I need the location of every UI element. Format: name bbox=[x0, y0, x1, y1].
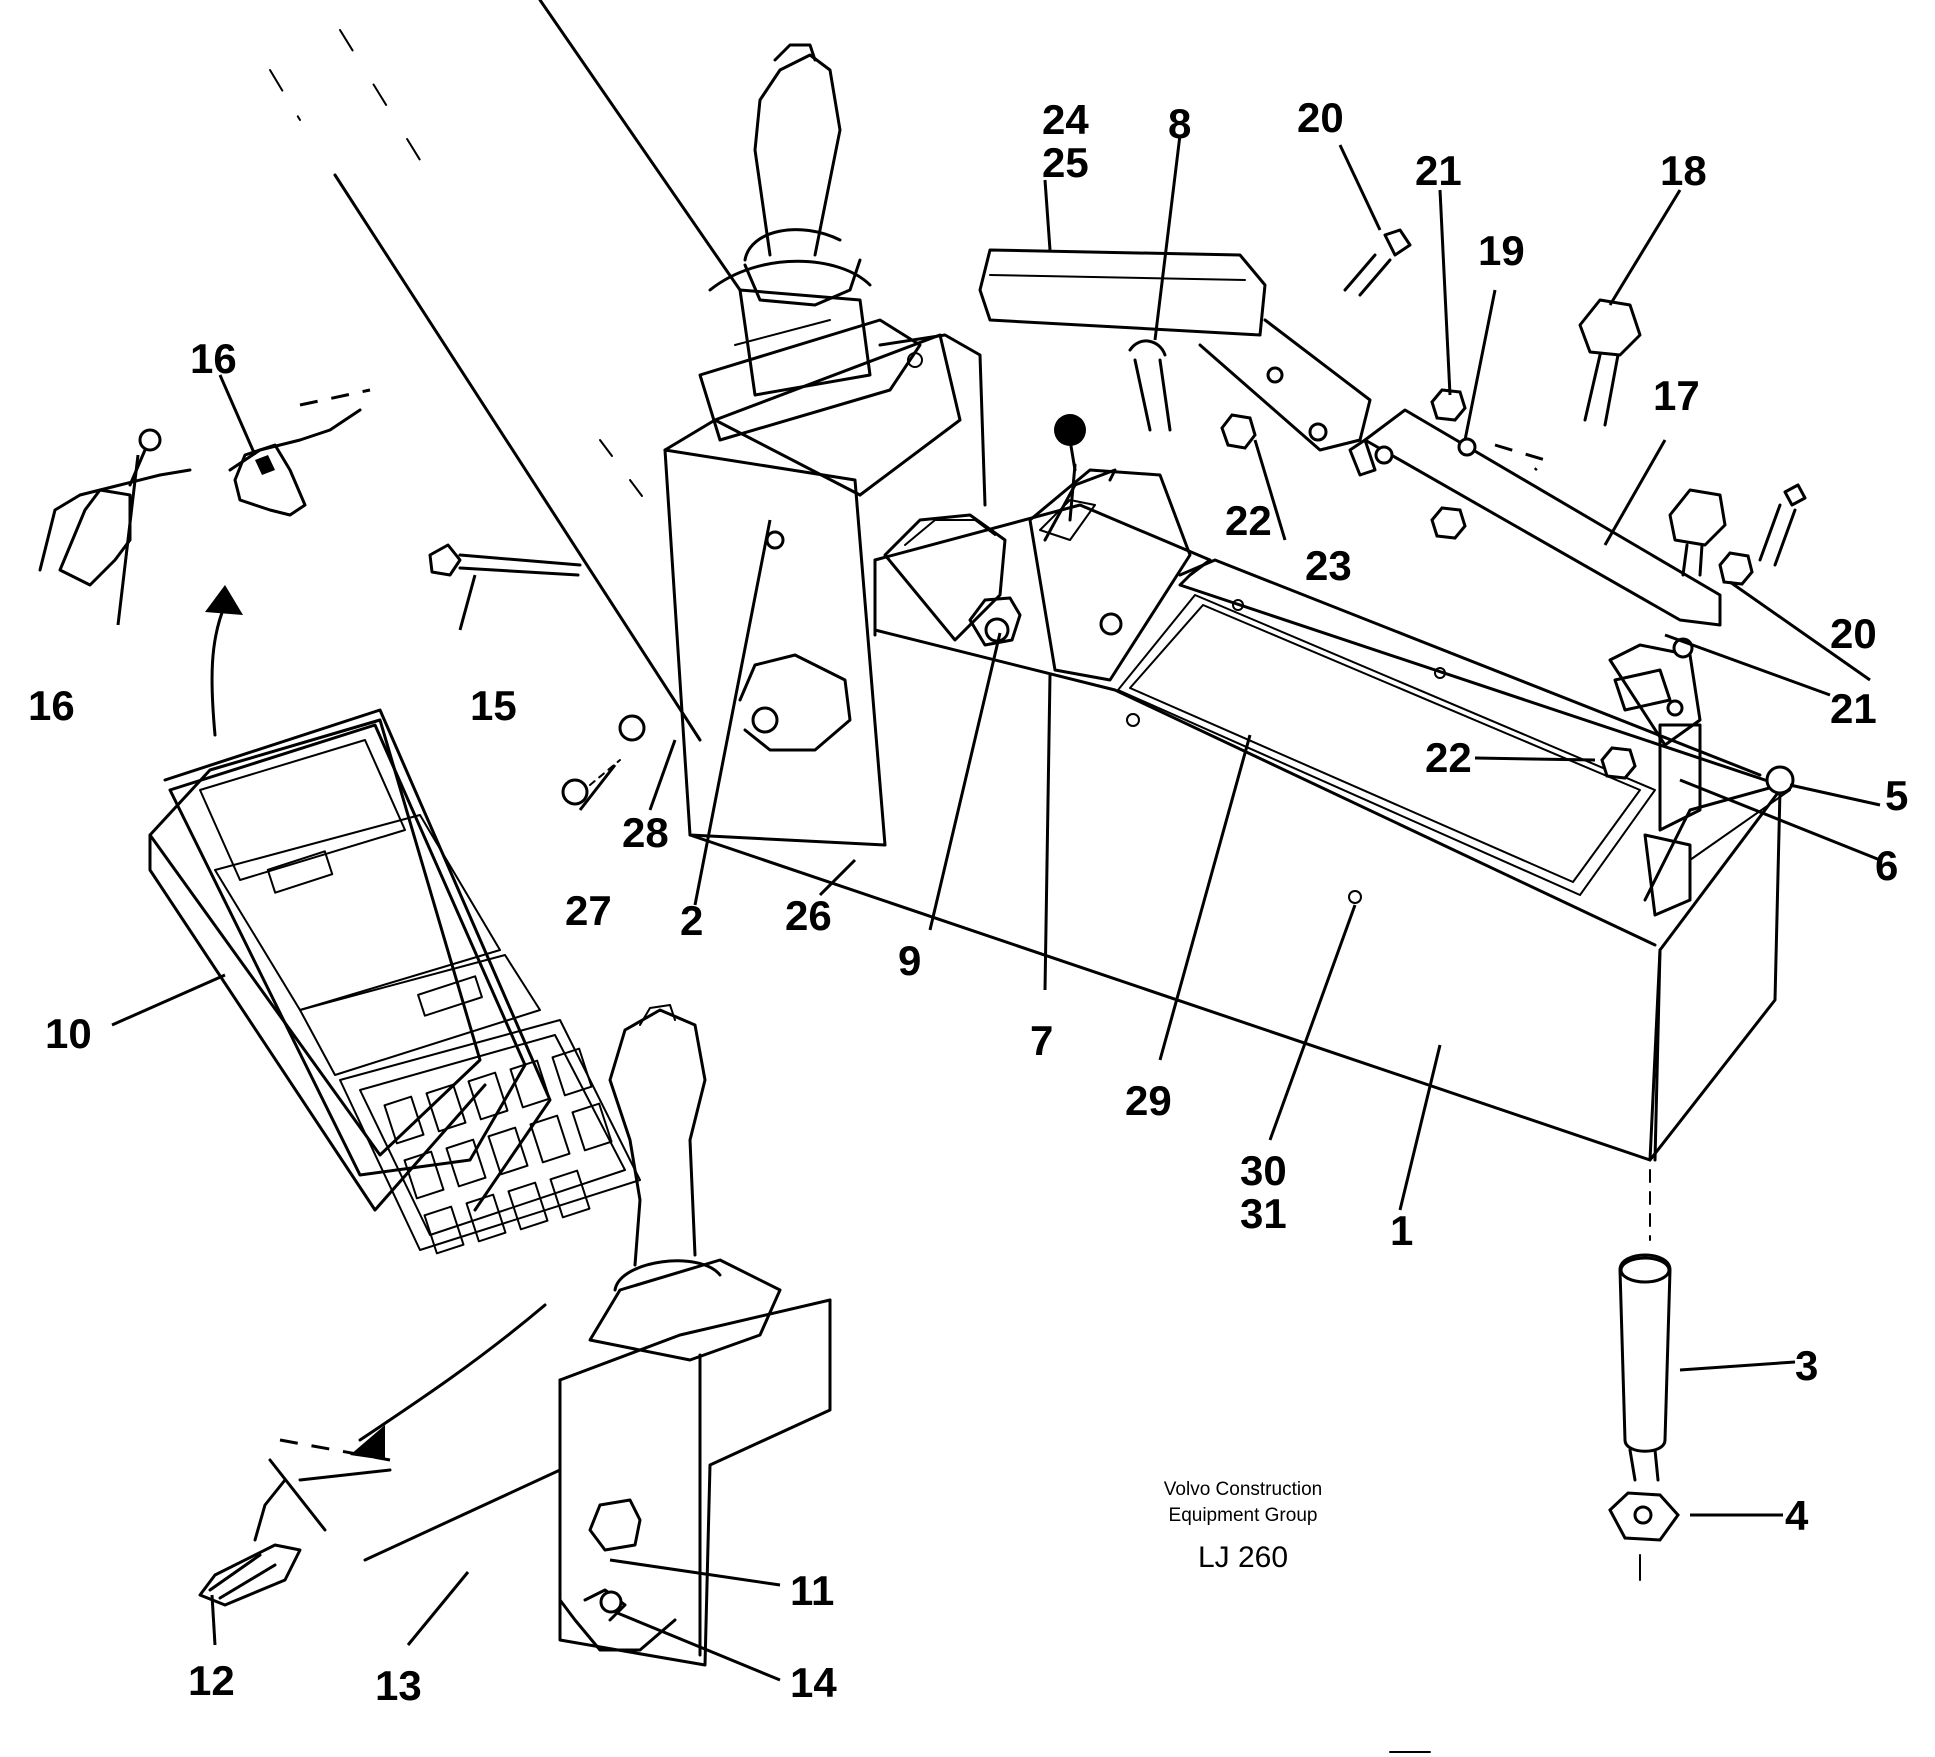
callout-17: 17 bbox=[1653, 372, 1700, 419]
callout-25: 25 bbox=[1042, 139, 1089, 186]
control-panel bbox=[148, 708, 641, 1255]
caption-line-1: Volvo Construction bbox=[1164, 1479, 1322, 1500]
callout-29: 29 bbox=[1125, 1077, 1172, 1124]
callout-26: 26 bbox=[785, 892, 832, 939]
model-number: LJ 260 bbox=[1198, 1541, 1288, 1574]
callout-8: 8 bbox=[1168, 100, 1191, 147]
callout-5: 5 bbox=[1885, 772, 1908, 819]
callout-24: 24 bbox=[1042, 96, 1089, 143]
callout-7: 7 bbox=[1030, 1017, 1053, 1064]
callout-6: 6 bbox=[1875, 842, 1898, 889]
callout-20-top: 20 bbox=[1297, 94, 1344, 141]
callout-3: 3 bbox=[1795, 1342, 1818, 1389]
callout-18: 18 bbox=[1660, 147, 1707, 194]
callout-21-right: 21 bbox=[1830, 685, 1877, 732]
callout-16-bottom: 16 bbox=[28, 682, 75, 729]
callout-21-top: 21 bbox=[1415, 147, 1462, 194]
callout-2: 2 bbox=[680, 897, 703, 944]
callout-23: 23 bbox=[1305, 542, 1352, 589]
callout-28: 28 bbox=[622, 809, 669, 856]
right-joystick-housing bbox=[558, 1004, 832, 1667]
diagram-caption: Volvo Construction Equipment Group LJ 26… bbox=[1164, 1479, 1322, 1574]
armrest bbox=[978, 248, 1372, 452]
callout-13: 13 bbox=[375, 1662, 422, 1709]
callout-4: 4 bbox=[1785, 1492, 1809, 1539]
callout-27: 27 bbox=[565, 887, 612, 934]
callout-14: 14 bbox=[790, 1659, 837, 1706]
callout-20-right: 20 bbox=[1830, 610, 1877, 657]
callout-9: 9 bbox=[898, 937, 921, 984]
callout-10: 10 bbox=[45, 1010, 92, 1057]
callout-12: 12 bbox=[188, 1657, 235, 1704]
callout-15: 15 bbox=[470, 682, 517, 729]
detail-12 bbox=[198, 1303, 547, 1607]
left-joystick-housing bbox=[663, 43, 987, 847]
callout-31: 31 bbox=[1240, 1190, 1287, 1237]
console-housing bbox=[688, 503, 1782, 1162]
callout-16-top: 16 bbox=[190, 335, 237, 382]
callout-1: 1 bbox=[1390, 1207, 1413, 1254]
callout-22-top: 22 bbox=[1225, 497, 1272, 544]
support-leg bbox=[1608, 1169, 1680, 1581]
leader-lines bbox=[111, 134, 1881, 1682]
shift-lever-assembly bbox=[883, 414, 1192, 682]
detail-16 bbox=[38, 388, 371, 737]
callout-30: 30 bbox=[1240, 1147, 1287, 1194]
fasteners bbox=[428, 228, 1807, 806]
mounting-bracket bbox=[1348, 408, 1795, 917]
callout-19: 19 bbox=[1478, 227, 1525, 274]
cab-frame-lines bbox=[269, 0, 742, 1562]
callout-11: 11 bbox=[790, 1567, 834, 1614]
callout-labels: 24 25 8 20 21 19 18 16 16 17 22 23 15 20… bbox=[28, 94, 1908, 1709]
callout-22-right: 22 bbox=[1425, 734, 1472, 781]
star-knobs bbox=[1578, 298, 1727, 577]
caption-line-2: Equipment Group bbox=[1169, 1505, 1318, 1526]
